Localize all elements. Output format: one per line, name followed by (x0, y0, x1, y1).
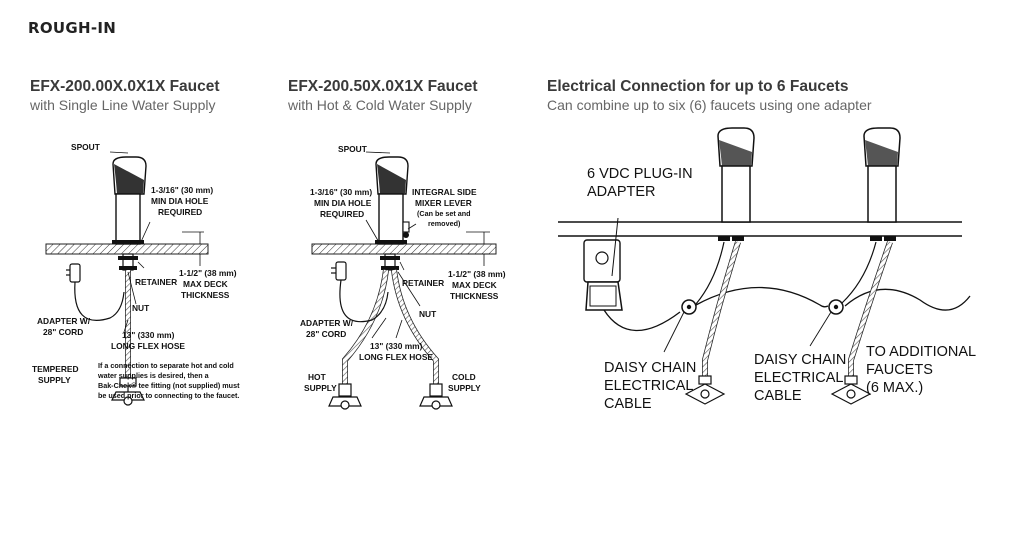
label-hose-2: LONG FLEX HOSE (111, 341, 185, 351)
supply-valve-1 (684, 375, 726, 405)
label-daisy1-3: CABLE (604, 396, 652, 412)
panel-3-diagram: 6 VDC PLUG-IN ADAPTER DAISY CHAIN ELECTR… (558, 127, 976, 412)
label-deck-3: THICKNESS (181, 290, 230, 300)
panel-2-diagram: SPOUT 1-3/16" (30 mm) MIN DIA HOLE REQUI… (300, 144, 506, 410)
label-more-2: FAUCETS (866, 362, 933, 378)
countertop-deck (311, 243, 497, 255)
label-adapter-1: ADAPTER W/ (37, 316, 91, 326)
label-deck-1: 1-1/2" (38 mm) (179, 268, 237, 278)
label-hose-1: 13" (330 mm) (370, 341, 423, 351)
label-hole-1: 1-3/16" (30 mm) (310, 187, 372, 197)
label-adapter-2: 28" CORD (43, 327, 83, 337)
label-more-1: TO ADDITIONAL (866, 344, 976, 360)
daisy-chain-cable-2 (844, 288, 971, 311)
adapter-cord (74, 281, 125, 321)
faucet-body (112, 156, 147, 245)
label-daisy2-3: CABLE (754, 388, 802, 404)
label-spout: SPOUT (338, 144, 368, 154)
label-deck-1: 1-1/2" (38 mm) (448, 269, 506, 279)
supply-valve (111, 377, 145, 406)
adapter-cord (339, 279, 389, 323)
countertop-deck (45, 243, 209, 255)
label-hole-3: REQUIRED (158, 207, 202, 217)
label-deck-2: MAX DECK (183, 279, 228, 289)
label-hole-1: 1-3/16" (30 mm) (151, 185, 213, 195)
panel-1-diagram: SPOUT 1-3/16" (30 mm) MIN DIA HOLE REQUI… (32, 142, 240, 406)
label-retainer: RETAINER (402, 278, 444, 288)
flex-hose-2 (848, 241, 893, 378)
label-hot-1: HOT (308, 372, 327, 382)
label-spout: SPOUT (71, 142, 101, 152)
label-supply-1: TEMPERED (32, 364, 79, 374)
label-hole-3: REQUIRED (320, 209, 364, 219)
label-retainer: RETAINER (135, 277, 177, 287)
nut (119, 266, 137, 270)
note-line-4: be used prior to connecting to the fauce… (98, 391, 239, 400)
label-daisy1-1: DAISY CHAIN (604, 360, 696, 376)
faucet-2 (863, 127, 901, 241)
panel-2-subtitle: with Hot & Cold Water Supply (288, 97, 472, 113)
flex-hose-1 (702, 241, 741, 378)
power-adapter (66, 263, 125, 321)
nut (381, 266, 399, 270)
label-daisy1-2: ELECTRICAL (604, 378, 693, 394)
label-hole-2: MIN DIA HOLE (314, 198, 372, 208)
supply-valve-2 (830, 375, 872, 405)
label-hose-1: 13" (330 mm) (122, 330, 175, 340)
label-nut: NUT (419, 309, 437, 319)
label-daisy2-2: ELECTRICAL (754, 370, 843, 386)
retainer (118, 256, 138, 260)
label-hot-2: SUPPLY (304, 383, 337, 393)
label-adapter-2: ADAPTER (587, 184, 656, 200)
note-line-1: If a connection to separate hot and cold (98, 361, 234, 370)
section-title: ROUGH-IN (28, 19, 117, 37)
panel-1-subtitle: with Single Line Water Supply (30, 97, 216, 113)
mixer-lever (402, 221, 410, 238)
label-lever-1: INTEGRAL SIDE (412, 187, 477, 197)
label-deck-3: THICKNESS (450, 291, 499, 301)
label-supply-2: SUPPLY (38, 375, 71, 385)
label-lever-4: removed) (428, 219, 461, 228)
label-hole-2: MIN DIA HOLE (151, 196, 209, 206)
daisy-chain-cable-1 (695, 286, 829, 308)
faucet-1 (717, 127, 755, 241)
faucet-body (375, 156, 409, 245)
note-line-3: Bak-Chek® tee fitting (not supplied) mus… (98, 381, 240, 390)
hot-supply-valve (328, 383, 362, 410)
label-cold-1: COLD (452, 372, 476, 382)
cold-flex-hose (391, 269, 439, 386)
plug-in-adapter (585, 217, 623, 311)
label-lever-3: (Can be set and (417, 209, 471, 218)
panel-3-subtitle: Can combine up to six (6) faucets using … (547, 97, 872, 113)
label-lever-2: MIXER LEVER (415, 198, 472, 208)
note-line-2: water supplies is desired, then a (97, 371, 210, 380)
panel-1-title: EFX-200.00X.0X1X Faucet (30, 78, 220, 95)
label-adapter-1: 6 VDC PLUG-IN (587, 166, 693, 182)
power-adapter (331, 261, 389, 323)
label-deck-2: MAX DECK (452, 280, 497, 290)
retainer (380, 256, 400, 260)
label-cold-2: SUPPLY (448, 383, 481, 393)
label-hose-2: LONG FLEX HOSE (359, 352, 433, 362)
label-more-3: (6 MAX.) (866, 380, 923, 396)
panel-2-title: EFX-200.50X.0X1X Faucet (288, 78, 478, 95)
adapter-cable (603, 309, 681, 332)
label-adapter-1: ADAPTER W/ (300, 318, 354, 328)
label-daisy2-1: DAISY CHAIN (754, 352, 846, 368)
hot-flex-hose (342, 269, 389, 386)
label-adapter-2: 28" CORD (306, 329, 346, 339)
cold-supply-valve (419, 383, 453, 410)
label-nut: NUT (132, 303, 150, 313)
panel-3-title: Electrical Connection for up to 6 Faucet… (547, 78, 849, 95)
